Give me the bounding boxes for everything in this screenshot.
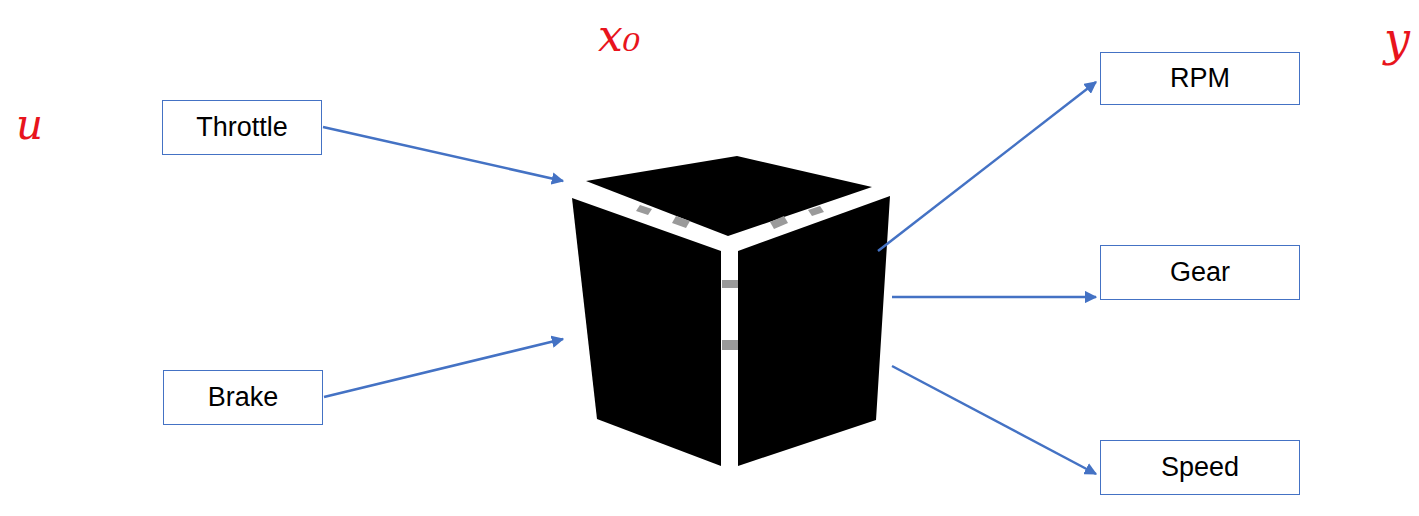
signal-box: Gear: [1100, 245, 1300, 300]
input-arrow: [324, 339, 563, 397]
input-arrow: [323, 127, 563, 181]
signal-box: Throttle: [162, 100, 322, 155]
seam-dash: [722, 340, 738, 350]
signal-name: Speed: [1161, 453, 1239, 483]
handwritten-symbol: u: [16, 104, 43, 146]
output-arrow: [892, 366, 1096, 474]
signal-box: Speed: [1100, 440, 1300, 495]
signal-name: Brake: [208, 383, 279, 413]
seam-dash: [672, 216, 690, 228]
signal-name: RPM: [1170, 64, 1230, 94]
seam-dash: [636, 205, 652, 215]
handwritten-symbol: x₀: [598, 14, 640, 58]
signal-name: Gear: [1170, 258, 1230, 288]
cube-right-face: [738, 196, 890, 466]
seam-dash: [770, 216, 788, 229]
output-arrow: [892, 296, 1096, 299]
handwritten-symbol: y: [1384, 16, 1410, 62]
signal-box: Brake: [163, 370, 323, 425]
signal-name: Throttle: [196, 113, 288, 143]
cube-seam-shading: [636, 205, 824, 350]
seam-dash: [722, 280, 738, 288]
cube-left-face: [572, 198, 721, 466]
output-arrow: [878, 82, 1096, 251]
signal-box: RPM: [1100, 52, 1300, 105]
seam-dash: [808, 206, 824, 216]
